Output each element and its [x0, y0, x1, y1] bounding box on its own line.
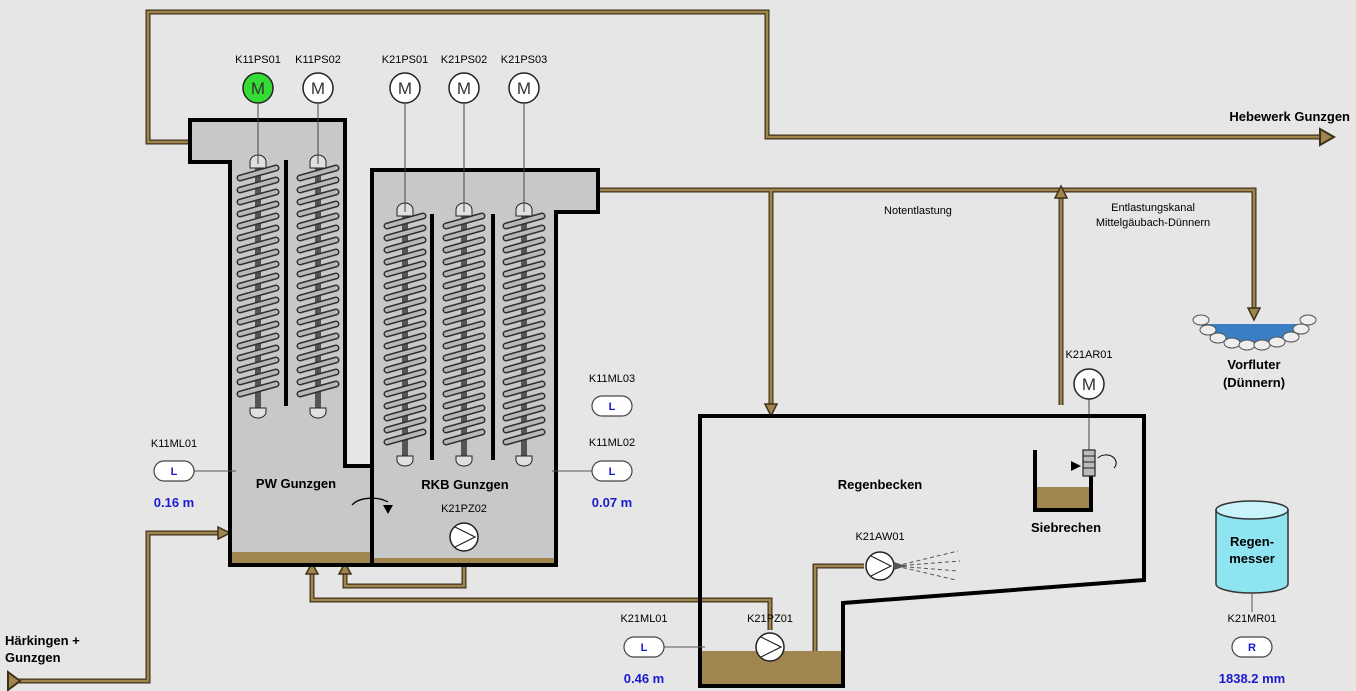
svg-text:L: L [641, 642, 648, 654]
arrow-return-2 [337, 561, 353, 575]
baffle [430, 214, 434, 460]
pump-k21aw01[interactable]: K21AW01 [855, 531, 961, 581]
rkb-gunzgen-title: RKB Gunzgen [421, 477, 508, 492]
level-sensor-k21ml01[interactable]: K21ML01 L 0.46 m [620, 613, 705, 686]
svg-text:K21PZ01: K21PZ01 [747, 613, 793, 625]
svg-text:Regen-: Regen- [1230, 534, 1274, 549]
svg-text:M: M [457, 79, 471, 98]
svg-text:K21PS03: K21PS03 [501, 54, 547, 66]
pump-k21pz01[interactable]: K21PZ01 [747, 613, 793, 662]
rkb-gunzgen-tank [370, 168, 600, 567]
svg-text:M: M [251, 79, 265, 98]
level-badge [153, 460, 195, 482]
flow-arrows [7, 127, 1337, 691]
arrow-pw-inlet [217, 525, 232, 541]
sieve-rake-icon [1082, 449, 1096, 477]
pw-gunzgen-tank [188, 118, 374, 567]
svg-text:K11PS01: K11PS01 [235, 54, 281, 66]
svg-text:K11PS02: K11PS02 [295, 54, 341, 66]
siebrechen: Siebrechen [1031, 449, 1117, 535]
svg-text:K21MR01: K21MR01 [1228, 613, 1277, 625]
level-sensor-k11ml03[interactable]: K11ML03 L [589, 373, 635, 417]
svg-text:K11ML01: K11ML01 [151, 438, 197, 450]
vorfluter-subtitle: (Dünnern) [1223, 375, 1285, 390]
siebrechen-title: Siebrechen [1031, 520, 1101, 535]
svg-text:R: R [1248, 642, 1256, 654]
baffle [491, 214, 495, 460]
pw-gunzgen-title: PW Gunzgen [256, 476, 336, 491]
level-badge [591, 395, 633, 417]
level-value: 0.46 m [624, 671, 664, 686]
svg-text:M: M [311, 79, 325, 98]
notentlastung-label: Notentlastung [884, 205, 952, 217]
motor-icon [448, 72, 480, 104]
motor-icon [302, 72, 334, 104]
entlastungskanal-label-2: Mittelgäubach-Dünnern [1096, 217, 1210, 229]
rain-badge [1231, 636, 1273, 658]
vorfluter: Vorfluter (Dünnern) [1192, 314, 1317, 390]
arrow-vorfluter-down [1246, 307, 1262, 322]
regenbecken-title: Regenbecken [838, 477, 923, 492]
motor-k21ar01[interactable]: K21AR01 M [1065, 349, 1113, 400]
svg-text:K21PS02: K21PS02 [441, 54, 487, 66]
spray-nozzle-icon [895, 550, 961, 581]
motor-icon [1073, 368, 1105, 400]
entlastungskanal-label: Entlastungskanal [1111, 202, 1195, 214]
motor-icon [389, 72, 421, 104]
svg-text:messer: messer [1229, 551, 1275, 566]
regenmesser: Regen- messer [1215, 500, 1289, 612]
level-badge [623, 636, 665, 658]
svg-text:K21PS01: K21PS01 [382, 54, 428, 66]
svg-text:K21PZ02: K21PZ02 [441, 503, 487, 515]
level-sensor-k11ml02[interactable]: K11ML02 L 0.07 m [552, 437, 635, 510]
inlet-label-2: Gunzgen [5, 650, 61, 665]
pump-icon [755, 632, 785, 662]
pw-sludge [232, 552, 370, 563]
level-value: 0.16 m [154, 495, 194, 510]
inlet-label: Härkingen + [5, 633, 80, 648]
arrow-return-1 [304, 561, 320, 575]
vorfluter-title: Vorfluter [1227, 357, 1280, 372]
svg-text:M: M [517, 79, 531, 98]
motor-k21ps01[interactable]: K21PS01 M [382, 54, 428, 104]
pump-icon [449, 522, 479, 552]
arrow-notentlastung-down [763, 403, 779, 418]
svg-text:K21AW01: K21AW01 [855, 531, 904, 543]
pump-k21pz02[interactable]: K21PZ02 [441, 503, 487, 552]
level-value: 0.07 m [592, 495, 632, 510]
motor-shafts [257, 104, 1090, 450]
svg-text:K11ML02: K11ML02 [589, 437, 635, 449]
svg-text:K21ML01: K21ML01 [620, 613, 667, 625]
svg-text:L: L [171, 466, 178, 478]
rain-meter-k21mr01[interactable]: K21MR01 R 1838.2 mm [1219, 613, 1286, 686]
motor-icon [508, 72, 540, 104]
svg-text:M: M [1082, 375, 1096, 394]
motor-k11ps01[interactable]: K11PS01 M [235, 54, 281, 104]
svg-text:M: M [398, 79, 412, 98]
arrow-inlet [7, 670, 22, 691]
svg-text:K11ML03: K11ML03 [589, 373, 635, 385]
level-sensor-k11ml01[interactable]: K11ML01 L 0.16 m [151, 438, 236, 510]
svg-text:L: L [609, 401, 616, 413]
arrow-hebewerk [1319, 127, 1337, 147]
pipe-network-inner [10, 10, 1322, 683]
rain-value: 1838.2 mm [1219, 671, 1286, 686]
hebewerk-label: Hebewerk Gunzgen [1229, 109, 1350, 124]
motor-k21ps03[interactable]: K21PS03 M [501, 54, 547, 104]
level-badge [591, 460, 633, 482]
motor-icon [242, 72, 274, 104]
svg-text:K21AR01: K21AR01 [1065, 349, 1112, 361]
baffle [284, 160, 288, 406]
motor-k11ps02[interactable]: K11PS02 M [295, 54, 341, 104]
rkb-sludge [374, 558, 554, 563]
arrow-siebrechen-up [1053, 184, 1069, 199]
overflow-indicator-icon [351, 497, 393, 514]
motor-k21ps02[interactable]: K21PS02 M [441, 54, 487, 104]
regenbecken-tank [698, 414, 1146, 688]
svg-text:L: L [609, 466, 616, 478]
